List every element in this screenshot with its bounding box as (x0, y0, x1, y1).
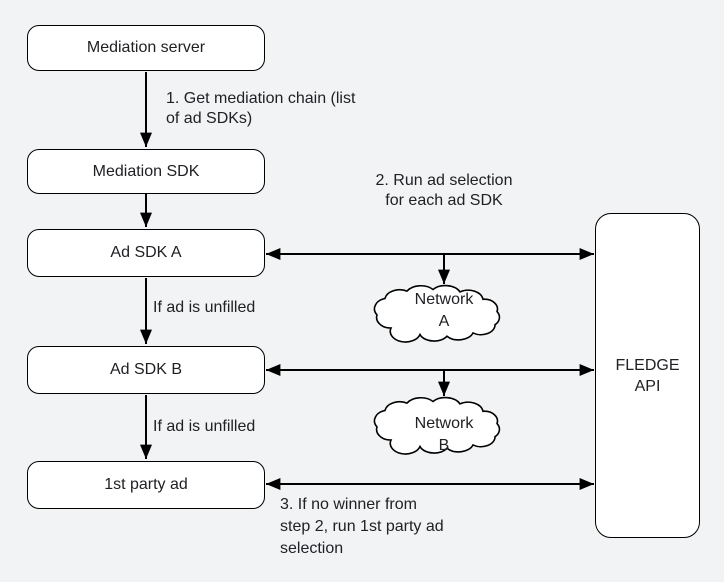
cloud-network-a-shape (375, 286, 500, 342)
node-first-party-ad: 1st party ad (27, 461, 265, 509)
node-ad-sdk-a: Ad SDK A (27, 229, 265, 277)
node-fledge-api-label: FLEDGE API (615, 356, 680, 395)
annotation-step-1: 1. Get mediation chain (list of ad SDKs) (166, 90, 356, 127)
annotation-if-ad-unfilled-a: If ad is unfilled (153, 299, 256, 316)
node-fledge-api: FLEDGE API (595, 213, 700, 538)
node-ad-sdk-a-label: Ad SDK A (110, 244, 182, 261)
node-mediation-server: Mediation server (27, 25, 265, 71)
annotation-step-3: 3. If no winner from step 2, run 1st par… (280, 496, 444, 557)
annotation-if-ad-unfilled-b: If ad is unfilled (153, 418, 256, 435)
node-mediation-sdk-label: Mediation SDK (92, 162, 200, 180)
node-mediation-sdk: Mediation SDK (27, 149, 265, 194)
cloud-network-a-label: Network A (414, 291, 474, 330)
annotation-step-2: 2. Run ad selection for each ad SDK (375, 172, 513, 209)
cloud-network-b-label: Network B (414, 415, 474, 454)
node-first-party-ad-label: 1st party ad (104, 476, 188, 493)
node-ad-sdk-b-label: Ad SDK B (109, 361, 183, 378)
node-ad-sdk-b: Ad SDK B (27, 346, 265, 394)
cloud-network-b-shape (375, 398, 500, 454)
node-mediation-server-label: Mediation server (86, 39, 206, 56)
